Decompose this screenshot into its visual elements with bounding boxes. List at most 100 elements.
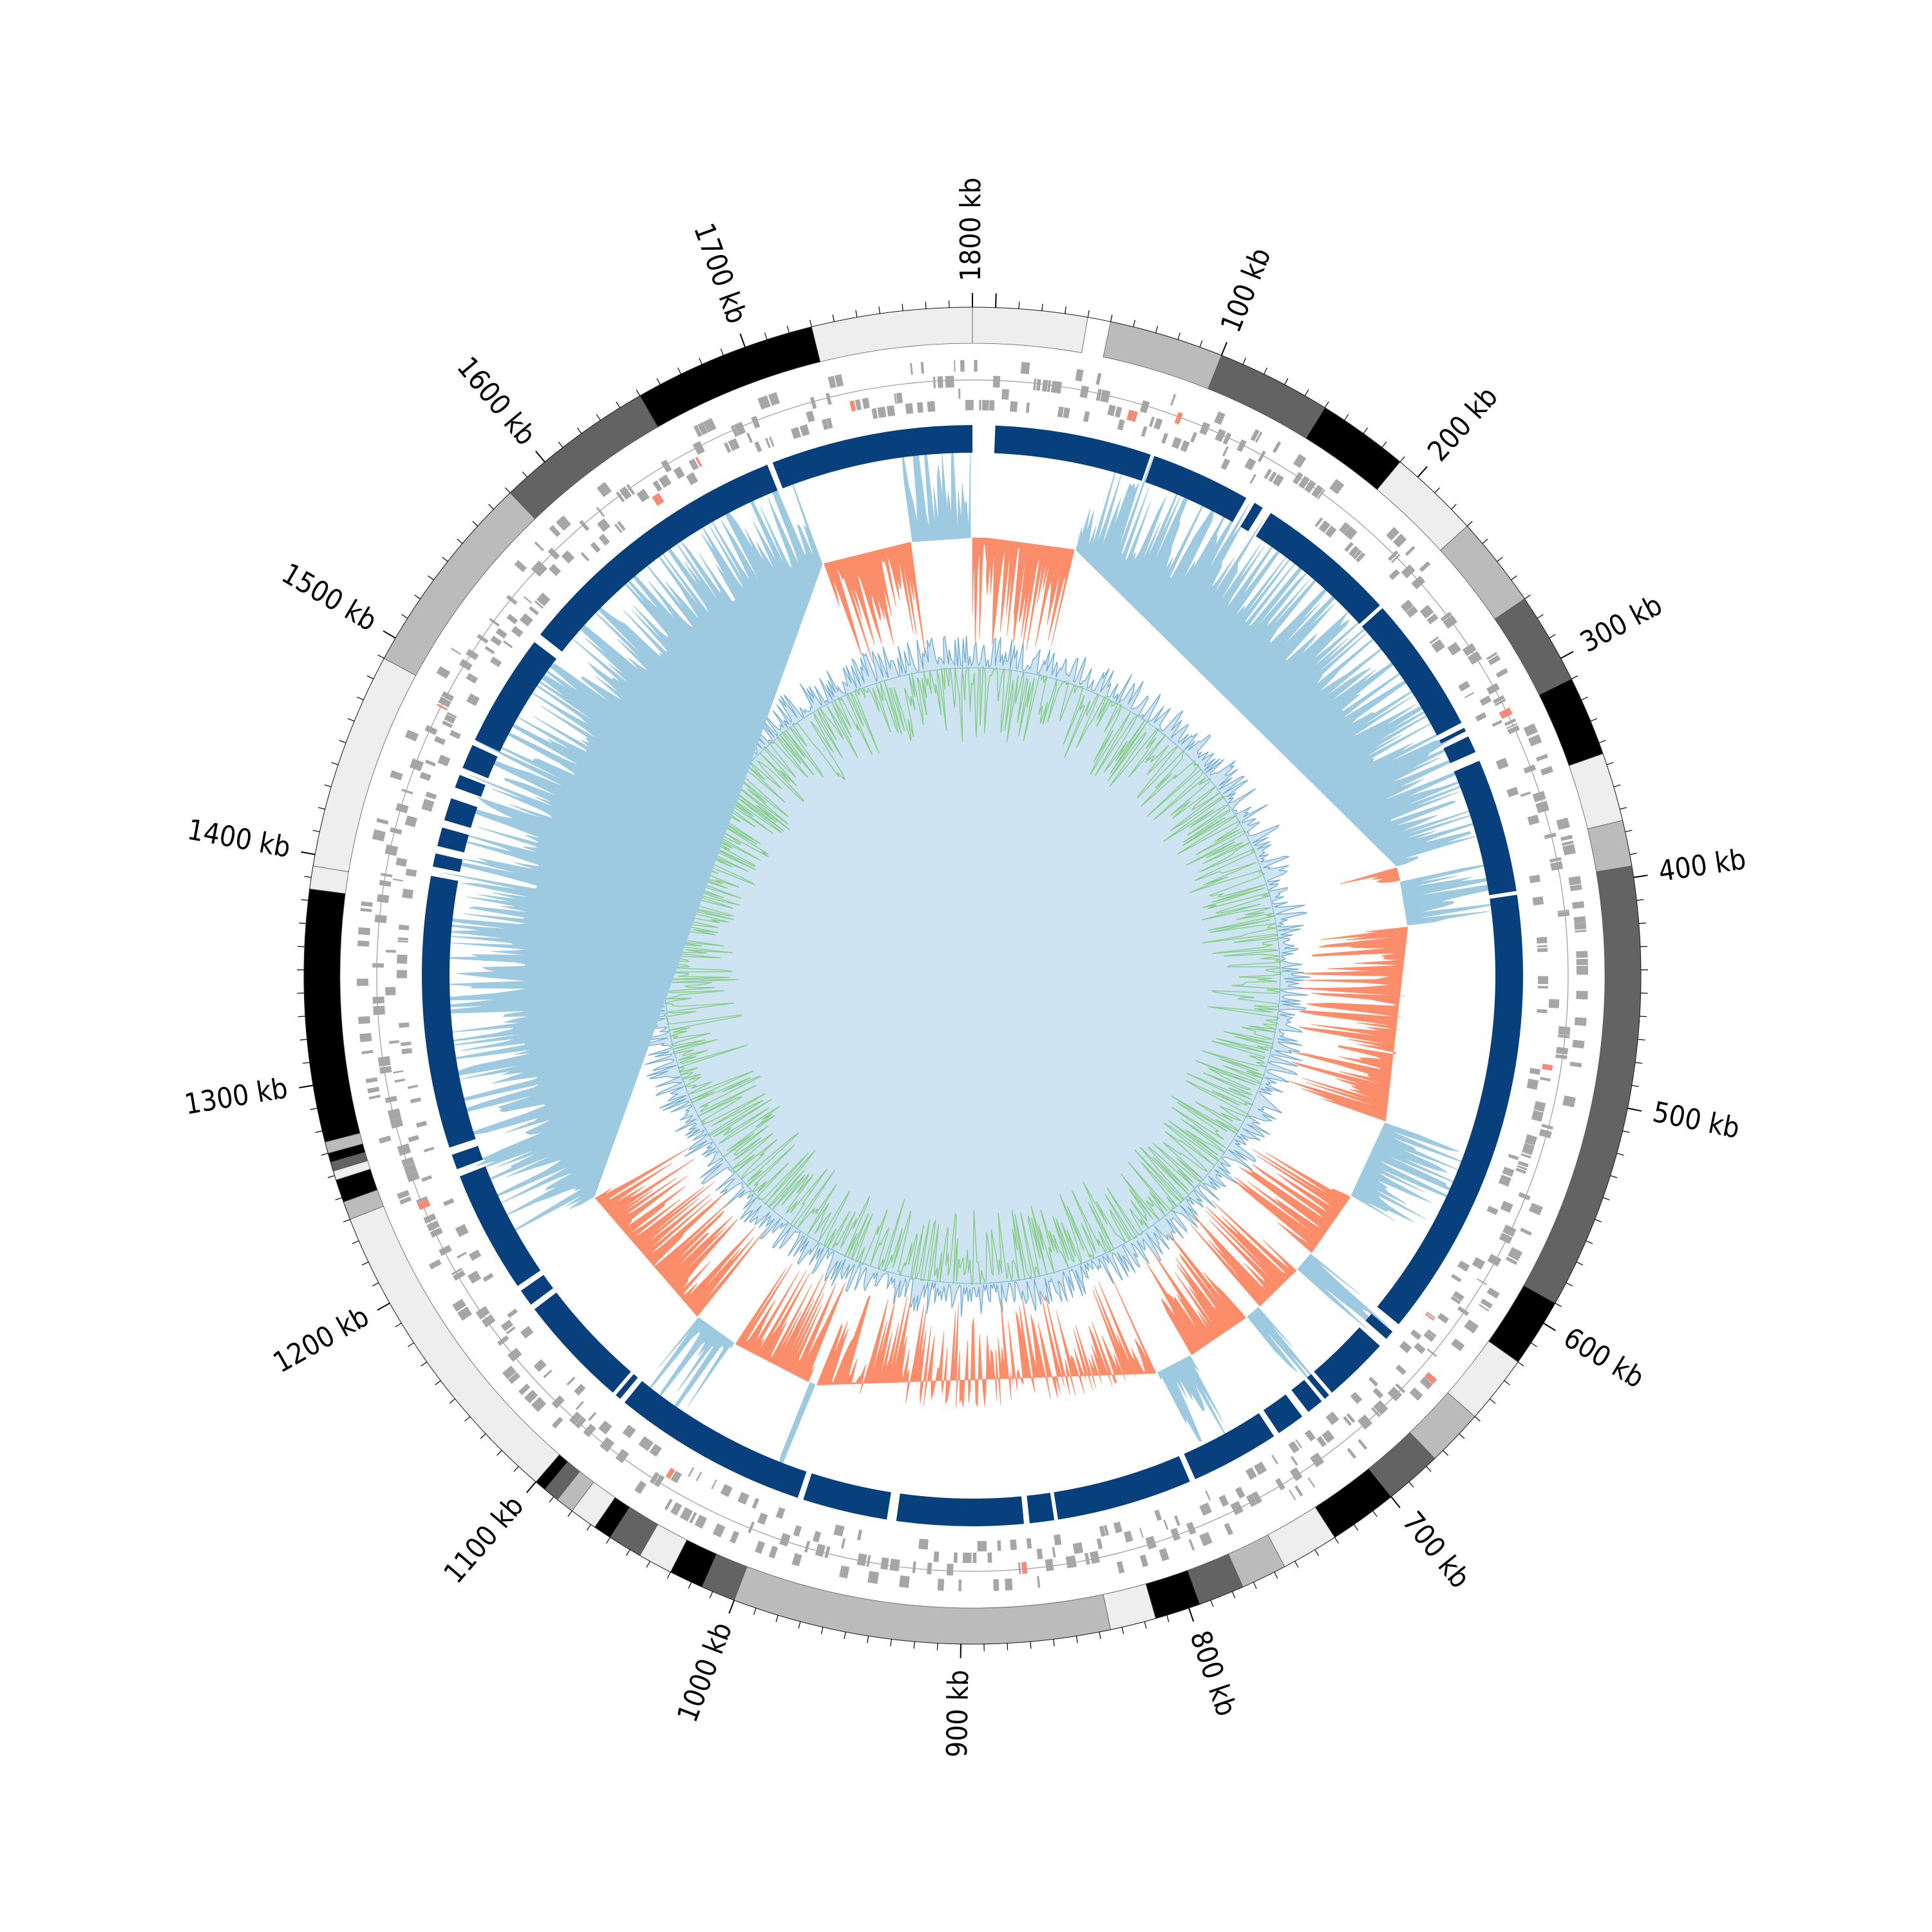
gene-feature: [1289, 1467, 1303, 1481]
minor-tick: [1511, 575, 1517, 580]
minor-tick: [449, 1398, 455, 1404]
minor-tick: [1571, 675, 1578, 679]
position-label: 400 kb: [1656, 843, 1748, 888]
gene-feature: [1255, 431, 1263, 443]
gene-feature: [1329, 478, 1345, 495]
gene-feature: [1457, 1260, 1470, 1272]
minor-tick: [1065, 307, 1066, 314]
gene-feature: [746, 432, 753, 443]
gene-feature: [1046, 380, 1052, 392]
minor-tick: [1586, 1240, 1593, 1244]
gene-feature: [1021, 1562, 1028, 1574]
gene-feature: [1537, 985, 1548, 989]
gene-feature: [421, 1175, 433, 1182]
gene-feature: [841, 1566, 850, 1578]
gene-feature: [1533, 1101, 1546, 1112]
gene-feature: [616, 491, 625, 502]
minor-tick: [357, 696, 364, 701]
minor-tick: [1294, 1560, 1299, 1568]
minor-tick: [1133, 319, 1135, 327]
gene-feature: [1190, 431, 1198, 443]
aligned-block: [437, 827, 469, 853]
minor-tick: [1595, 1218, 1602, 1222]
contig-ring: [303, 307, 1642, 1645]
gene-feature: [533, 560, 547, 574]
minor-tick: [505, 487, 511, 493]
gene-feature: [1343, 526, 1358, 540]
gene-feature: [600, 1437, 615, 1452]
aligned-block: [1263, 1394, 1303, 1434]
gene-feature: [1569, 1061, 1582, 1068]
gene-feature: [1222, 432, 1232, 445]
gene-feature: [569, 1411, 583, 1425]
gene-feature: [551, 1395, 565, 1409]
minor-tick: [299, 1039, 307, 1041]
gene-feature: [377, 894, 390, 904]
gene-feature: [439, 1245, 452, 1256]
aligned-block: [451, 1146, 483, 1170]
gene-feature: [1041, 379, 1048, 392]
minor-tick: [677, 367, 681, 375]
gene-feature: [793, 1525, 802, 1537]
gene-feature: [626, 484, 636, 495]
gene-feature: [1486, 652, 1498, 660]
gene-feature: [397, 1143, 412, 1156]
gene-feature: [477, 634, 489, 644]
minor-tick: [1549, 634, 1556, 639]
position-label: 100 kb: [1215, 243, 1278, 337]
gene-feature: [1494, 699, 1506, 706]
gene-feature: [1395, 1364, 1406, 1376]
gene-feature: [1532, 896, 1544, 906]
gene-feature: [1018, 1562, 1021, 1575]
gene-feature: [1426, 1311, 1436, 1320]
gene-feature: [1310, 1452, 1325, 1468]
gene-feature: [1264, 468, 1273, 480]
gene-feature: [1537, 976, 1548, 985]
minor-tick: [480, 1433, 486, 1439]
gene-feature: [1508, 1247, 1523, 1261]
gene-feature: [1100, 390, 1111, 403]
gene-feature: [1257, 450, 1266, 462]
minor-tick: [488, 504, 494, 510]
gene-feature: [1549, 857, 1562, 863]
gene-feature: [401, 1157, 415, 1167]
minor-tick: [902, 303, 904, 311]
gene-feature: [373, 1005, 385, 1016]
gene-feature: [419, 772, 431, 781]
gene-feature: [679, 1507, 693, 1522]
contig-segment: [972, 307, 1088, 354]
gene-feature: [833, 1524, 845, 1537]
gene-feature: [1386, 527, 1400, 541]
gene-feature: [1523, 723, 1538, 737]
gene-feature: [693, 425, 703, 437]
position-label: 1500 kb: [276, 557, 383, 638]
gene-feature: [1083, 411, 1090, 422]
gene-feature: [1486, 1287, 1500, 1299]
gene-feature: [466, 693, 480, 706]
gene-feature: [1358, 1439, 1368, 1450]
minor-tick: [1210, 1600, 1214, 1607]
gene-feature: [730, 424, 739, 437]
gene-feature: [1126, 410, 1138, 422]
gene-feature: [1273, 474, 1284, 487]
gene-feature: [689, 1511, 697, 1524]
gene-feature: [405, 868, 417, 877]
gene-feature: [1562, 1095, 1577, 1108]
aligned-block: [459, 1166, 541, 1286]
gene-feature: [1464, 692, 1474, 699]
minor-tick: [401, 614, 408, 619]
gene-feature: [1387, 1387, 1403, 1401]
minor-tick: [1363, 427, 1368, 434]
minor-tick: [1555, 1303, 1562, 1307]
major-tick: [299, 1084, 314, 1088]
gene-feature: [399, 1196, 412, 1205]
gene-feature: [443, 1198, 455, 1207]
gene-feature: [1295, 1439, 1303, 1449]
gene-feature: [1576, 958, 1588, 965]
minor-tick: [867, 1636, 869, 1643]
gene-feature: [729, 1530, 739, 1544]
gene-feature: [688, 459, 699, 471]
minor-tick: [1344, 414, 1349, 421]
gene-feature: [556, 515, 571, 531]
gene-feature: [857, 1553, 867, 1566]
